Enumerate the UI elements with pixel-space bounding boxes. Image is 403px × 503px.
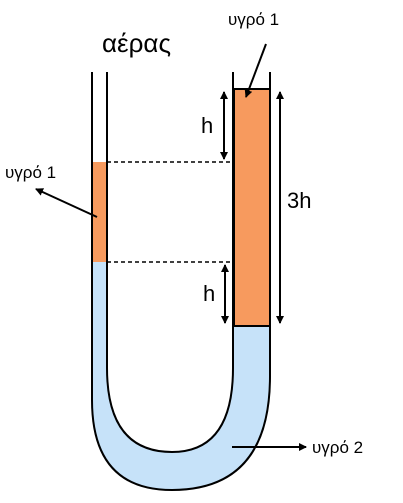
pointer-liquid1-left: [35, 188, 98, 218]
tube-outer-wall: [91, 72, 271, 492]
liquid1-right-fill: [234, 89, 270, 326]
label-liquid2: υγρό 2: [312, 438, 363, 457]
label-liquid1-left: υγρό 1: [5, 163, 56, 182]
liquid1-left-fill: [92, 162, 107, 262]
liquid2-fill: [92, 262, 270, 490]
label-air: αέρας: [102, 28, 171, 58]
label-h-lower: h: [203, 281, 215, 306]
pointer-liquid1-top: [244, 43, 267, 98]
label-3h: 3h: [287, 188, 311, 213]
tube-inner-wall: [106, 72, 234, 454]
label-h-upper: h: [201, 113, 213, 138]
label-liquid1-top: υγρό 1: [228, 10, 279, 29]
